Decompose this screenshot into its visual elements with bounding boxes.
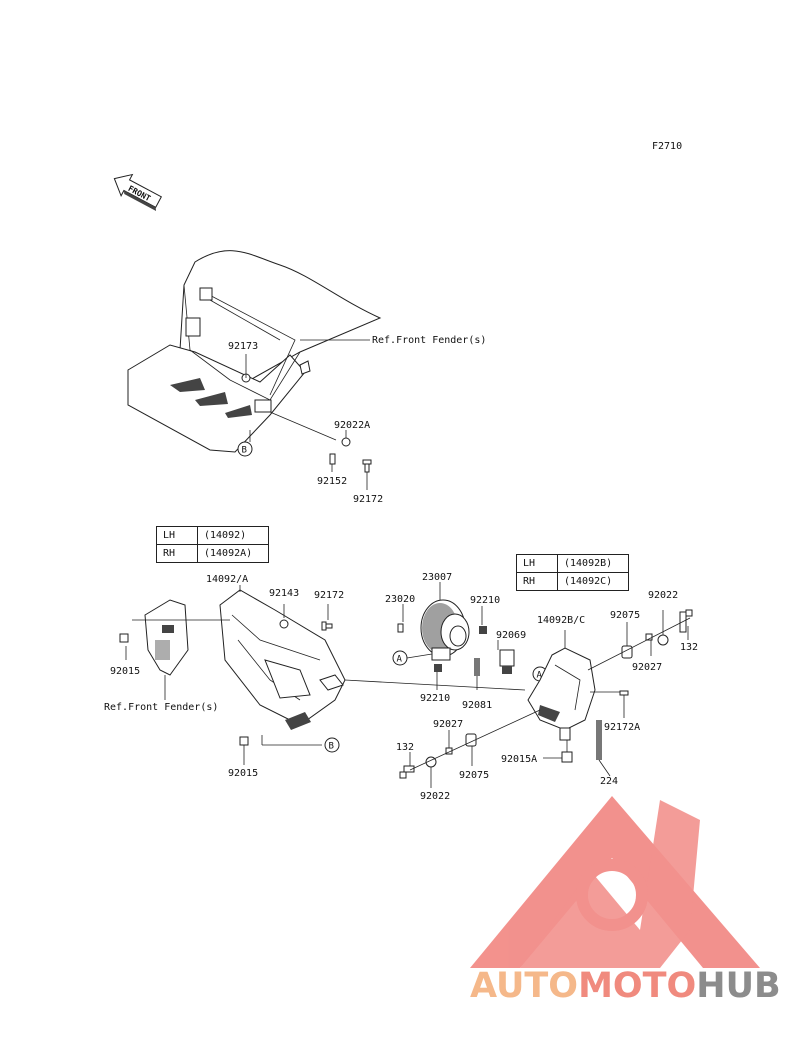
screw-92172-top	[362, 459, 372, 490]
watermark-moto: MOTO	[578, 966, 697, 1006]
label-14092BC: 14092B/C	[537, 615, 585, 626]
bolt-224	[596, 720, 602, 760]
spring-92081	[474, 658, 480, 676]
table-cell-side: LH	[156, 526, 198, 545]
nut-92015-bottom	[239, 736, 249, 746]
fastener-92152	[329, 453, 336, 472]
clip-92210-bottom	[434, 664, 442, 672]
callout-circle-b1	[237, 441, 253, 457]
label-92015-bottom: 92015	[228, 768, 258, 779]
label-92173: 92173	[228, 341, 258, 352]
clip-92210-top	[479, 626, 487, 634]
watermark-hub: HUB	[696, 966, 781, 1006]
label-92075-top: 92075	[610, 610, 640, 621]
ref-front-fender-lower: Ref.Front Fender(s)	[104, 702, 218, 713]
headlight-stay	[527, 647, 596, 741]
table-cell-side: LH	[516, 554, 558, 573]
label-92210-top: 92210	[470, 595, 500, 606]
headlight-bracket	[219, 589, 346, 730]
label-92081: 92081	[462, 700, 492, 711]
label-23020: 23020	[385, 594, 415, 605]
fender-ref-piece	[144, 599, 189, 676]
fastener-92143	[279, 619, 289, 629]
cowl-assembly	[127, 250, 382, 453]
table-cell-code: (14092)	[197, 526, 269, 545]
table-cell-side: RH	[156, 544, 198, 563]
figure-code: F2710	[652, 141, 682, 152]
table-cell-code: (14092A)	[197, 544, 269, 563]
label-92143: 92143	[269, 588, 299, 599]
label-92210-bottom: 92210	[420, 693, 450, 704]
bolt-132-right	[679, 609, 693, 633]
bolt-132-left	[399, 765, 415, 779]
watermark-text: AUTOMOTOHUB	[470, 966, 800, 1006]
label-92069: 92069	[496, 630, 526, 641]
label-92022-bottom: 92022	[420, 791, 450, 802]
callout-a1: A	[397, 655, 403, 665]
callout-b1: B	[242, 446, 247, 456]
front-arrow: FRONT	[113, 173, 163, 211]
callout-circle-b2	[324, 737, 340, 753]
label-132-left: 132	[396, 742, 414, 753]
fastener-23020	[397, 623, 404, 633]
label-132-right: 132	[680, 642, 698, 653]
headlight-unit	[420, 599, 470, 661]
table-cell-side: RH	[516, 572, 558, 591]
table-row: LH (14092B)	[516, 554, 629, 573]
table-cell-code: (14092B)	[557, 554, 629, 573]
table-row: RH (14092A)	[156, 544, 269, 563]
label-92172-top: 92172	[353, 494, 383, 505]
washer-92022-top	[657, 634, 669, 646]
label-92022-top: 92022	[648, 590, 678, 601]
fastener-92022A	[341, 430, 351, 447]
screw-92172-mid	[321, 621, 333, 631]
label-92015-left: 92015	[110, 666, 140, 677]
bracket-side-table: LH (14092) RH (14092A)	[156, 526, 269, 563]
label-92027-left: 92027	[433, 719, 463, 730]
nut-92015-left	[119, 633, 129, 643]
label-92027-right: 92027	[632, 662, 662, 673]
label-92172-mid: 92172	[314, 590, 344, 601]
label-23007: 23007	[422, 572, 452, 583]
label-92075-bottom: 92075	[459, 770, 489, 781]
ref-front-fender-upper: Ref.Front Fender(s)	[372, 335, 486, 346]
watermark-auto: AUTO	[470, 966, 579, 1006]
label-92022A: 92022A	[334, 420, 370, 431]
stay-side-table: LH (14092B) RH (14092C)	[516, 554, 629, 591]
label-92172A: 92172A	[604, 722, 640, 733]
table-cell-code: (14092C)	[557, 572, 629, 591]
label-14092A: 14092/A	[206, 574, 248, 585]
nut-92015A	[561, 751, 573, 763]
bulb-92069	[499, 649, 515, 674]
watermark-circle	[576, 859, 648, 931]
label-92152: 92152	[317, 476, 347, 487]
callout-b2: B	[329, 742, 334, 752]
screw-92172A	[619, 690, 629, 696]
label-92015A: 92015A	[501, 754, 537, 765]
label-224: 224	[600, 776, 618, 787]
table-row: LH (14092)	[156, 526, 269, 545]
watermark-m-shape	[520, 800, 700, 968]
callout-a2: A	[537, 671, 543, 681]
table-row: RH (14092C)	[516, 572, 629, 591]
